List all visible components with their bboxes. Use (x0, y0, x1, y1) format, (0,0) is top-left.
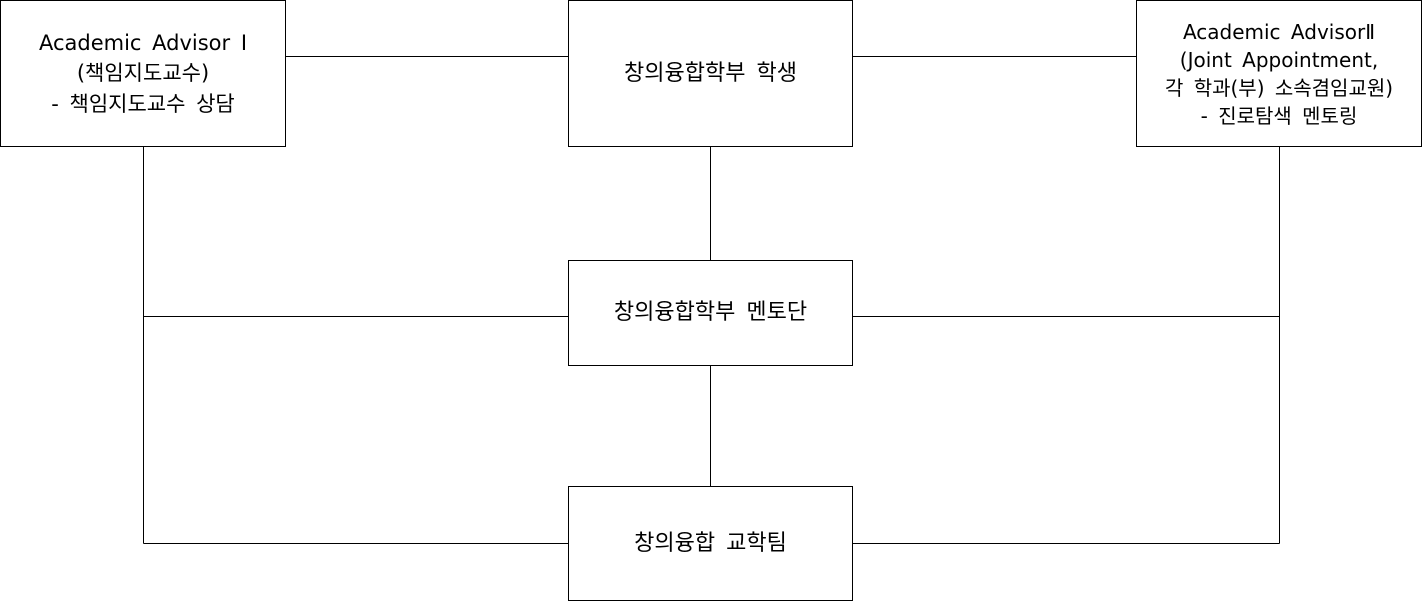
advisor-1-title: Academic Advisor Ⅰ (38, 30, 248, 55)
advisor-2-duty: - 진로탐색 멘토링 (1200, 103, 1358, 128)
advisor-2-appointment: (Joint Appointment, (1179, 47, 1379, 72)
student-label: 창의융합학부 학생 (624, 60, 797, 86)
advisor-2-affiliation: 각 학과(부) 소속겸임교원) (1164, 75, 1394, 100)
mentor-group-label: 창의융합학부 멘토단 (613, 300, 808, 326)
teaching-team-label: 창의융합 교학팀 (634, 530, 787, 556)
academic-advisor-2-box: Academic AdvisorⅡ (Joint Appointment, 각 … (1136, 0, 1422, 147)
advisor-2-title: Academic AdvisorⅡ (1182, 19, 1376, 44)
advisor-1-role: (책임지도교수) (76, 61, 210, 86)
advisor-1-duty: - 책임지도교수 상담 (51, 91, 235, 116)
teaching-team-box: 창의융합 교학팀 (568, 486, 853, 601)
academic-advisor-1-box: Academic Advisor Ⅰ (책임지도교수) - 책임지도교수 상담 (0, 0, 286, 147)
student-box: 창의융합학부 학생 (568, 0, 853, 147)
mentor-group-box: 창의융합학부 멘토단 (568, 260, 853, 366)
